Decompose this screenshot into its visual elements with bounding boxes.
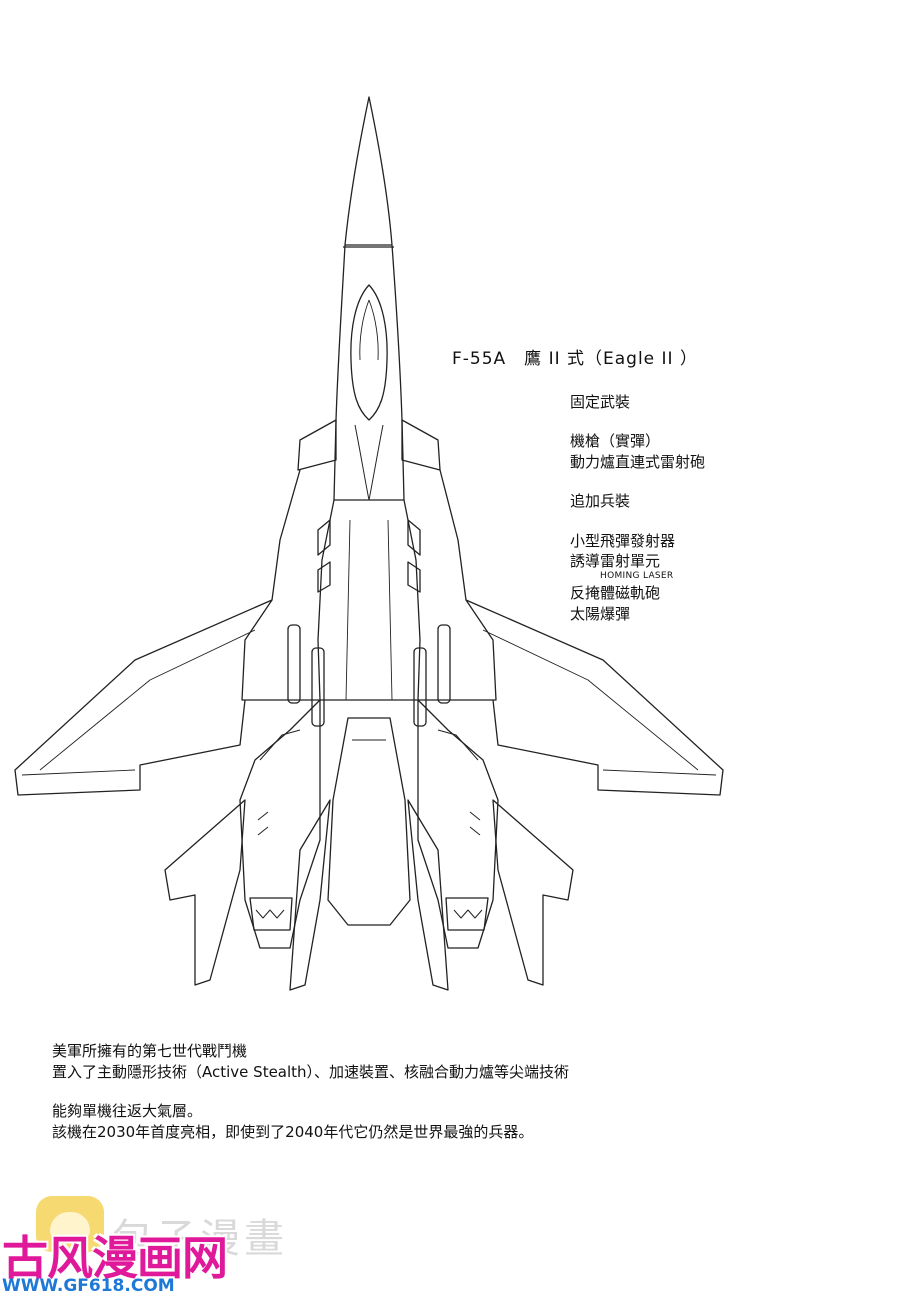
aircraft-line-drawing [14, 96, 724, 991]
added-weapons-heading: 追加兵裝 [570, 492, 631, 510]
stabilizer-left [164, 799, 246, 986]
aircraft-title: F-55A 鷹 II 式（Eagle II ） [452, 349, 698, 369]
engine-right [417, 699, 499, 949]
watermark-url: WWW.GF618.COM [2, 1276, 175, 1296]
intake-right [401, 419, 441, 471]
engine-left [239, 699, 321, 949]
description-line: 美軍所擁有的第七世代戰鬥機 [52, 1042, 248, 1060]
added-weapon-item: 反掩體磁軌砲 [570, 584, 661, 602]
body-blend-left [241, 469, 320, 701]
fixed-weapon-item: 機槍（實彈） [570, 432, 661, 450]
description-line: 能夠單機往返大氣層。 [52, 1102, 203, 1120]
wing-right [465, 599, 724, 796]
watermark-logo-icon [36, 1196, 104, 1252]
wing-left [14, 599, 273, 796]
canopy [350, 284, 388, 421]
bun-icon [50, 1212, 90, 1240]
added-weapon-item: 誘導雷射單元 [570, 552, 661, 570]
body-blend-right [418, 469, 497, 701]
description-line: 置入了主動隱形技術（Active Stealth）、加速裝置、核融合動力爐等尖端… [52, 1063, 570, 1081]
added-weapon-item: 小型飛彈發射器 [570, 532, 676, 550]
watermark-site-name: 古风漫画网 [2, 1231, 228, 1285]
intake-left [297, 419, 337, 471]
stabilizer-right [492, 799, 574, 986]
forward-fuselage [333, 244, 405, 501]
tail-fin-left-inner [289, 799, 331, 991]
nose-cone [344, 96, 393, 246]
tail-boom [327, 717, 411, 926]
center-fuselage [317, 499, 421, 701]
added-weapon-item: 太陽爆彈 [570, 605, 631, 623]
fixed-weapons-heading: 固定武裝 [570, 393, 631, 411]
watermark-faint-text: 包子漫畫 [112, 1216, 288, 1262]
tail-fin-right-inner [407, 799, 449, 991]
description-line: 該機在2030年首度亮相，即使到了2040年代它仍然是世界最強的兵器。 [52, 1123, 534, 1141]
homing-laser-note: HOMING LASER [600, 571, 674, 581]
fixed-weapon-item: 動力爐直連式雷射砲 [570, 453, 706, 471]
